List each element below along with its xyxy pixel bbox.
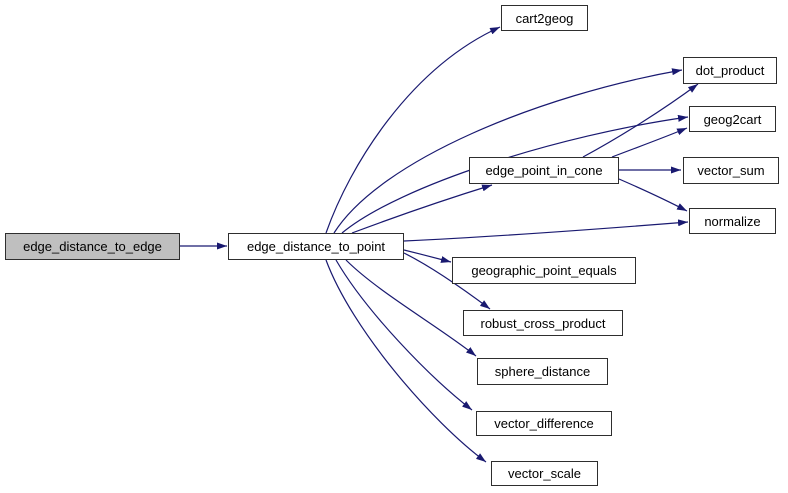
node-vector_difference[interactable]: vector_difference <box>476 411 612 436</box>
node-vector_sum[interactable]: vector_sum <box>683 157 779 184</box>
edge-edge_distance_to_point-to-normalize <box>403 219 689 242</box>
node-cart2geog[interactable]: cart2geog <box>501 5 588 31</box>
edge-edge_distance_to_point-to-vector_scale <box>325 259 487 463</box>
edge-edge_distance_to_point-to-vector_difference <box>335 259 473 411</box>
edge-edge_distance_to_point-to-cart2geog <box>325 26 501 234</box>
edge-edge_point_in_cone-to-geog2cart <box>611 127 688 158</box>
node-vector_scale[interactable]: vector_scale <box>491 461 598 486</box>
node-robust_cross_product[interactable]: robust_cross_product <box>463 310 623 336</box>
edge-edge_point_in_cone-to-dot_product <box>582 83 699 158</box>
edge-edge_distance_to_point-to-robust_cross_product <box>403 252 491 310</box>
node-normalize[interactable]: normalize <box>689 208 776 234</box>
node-sphere_distance[interactable]: sphere_distance <box>477 358 608 385</box>
edge-edge_distance_to_point-to-edge_point_in_cone <box>351 184 493 234</box>
node-geog2cart[interactable]: geog2cart <box>689 106 776 132</box>
node-edge_distance_to_edge[interactable]: edge_distance_to_edge <box>5 233 180 260</box>
node-dot_product[interactable]: dot_product <box>683 57 777 84</box>
edge-edge_distance_to_point-to-sphere_distance <box>345 259 477 357</box>
edge-edge_distance_to_point-to-dot_product <box>333 68 683 234</box>
node-edge_point_in_cone[interactable]: edge_point_in_cone <box>469 157 619 184</box>
edge-edge_point_in_cone-to-normalize <box>618 178 688 212</box>
node-geographic_point_equals[interactable]: geographic_point_equals <box>452 257 636 284</box>
node-edge_distance_to_point[interactable]: edge_distance_to_point <box>228 233 404 260</box>
edge-edge_distance_to_point-to-geographic_point_equals <box>403 249 452 263</box>
